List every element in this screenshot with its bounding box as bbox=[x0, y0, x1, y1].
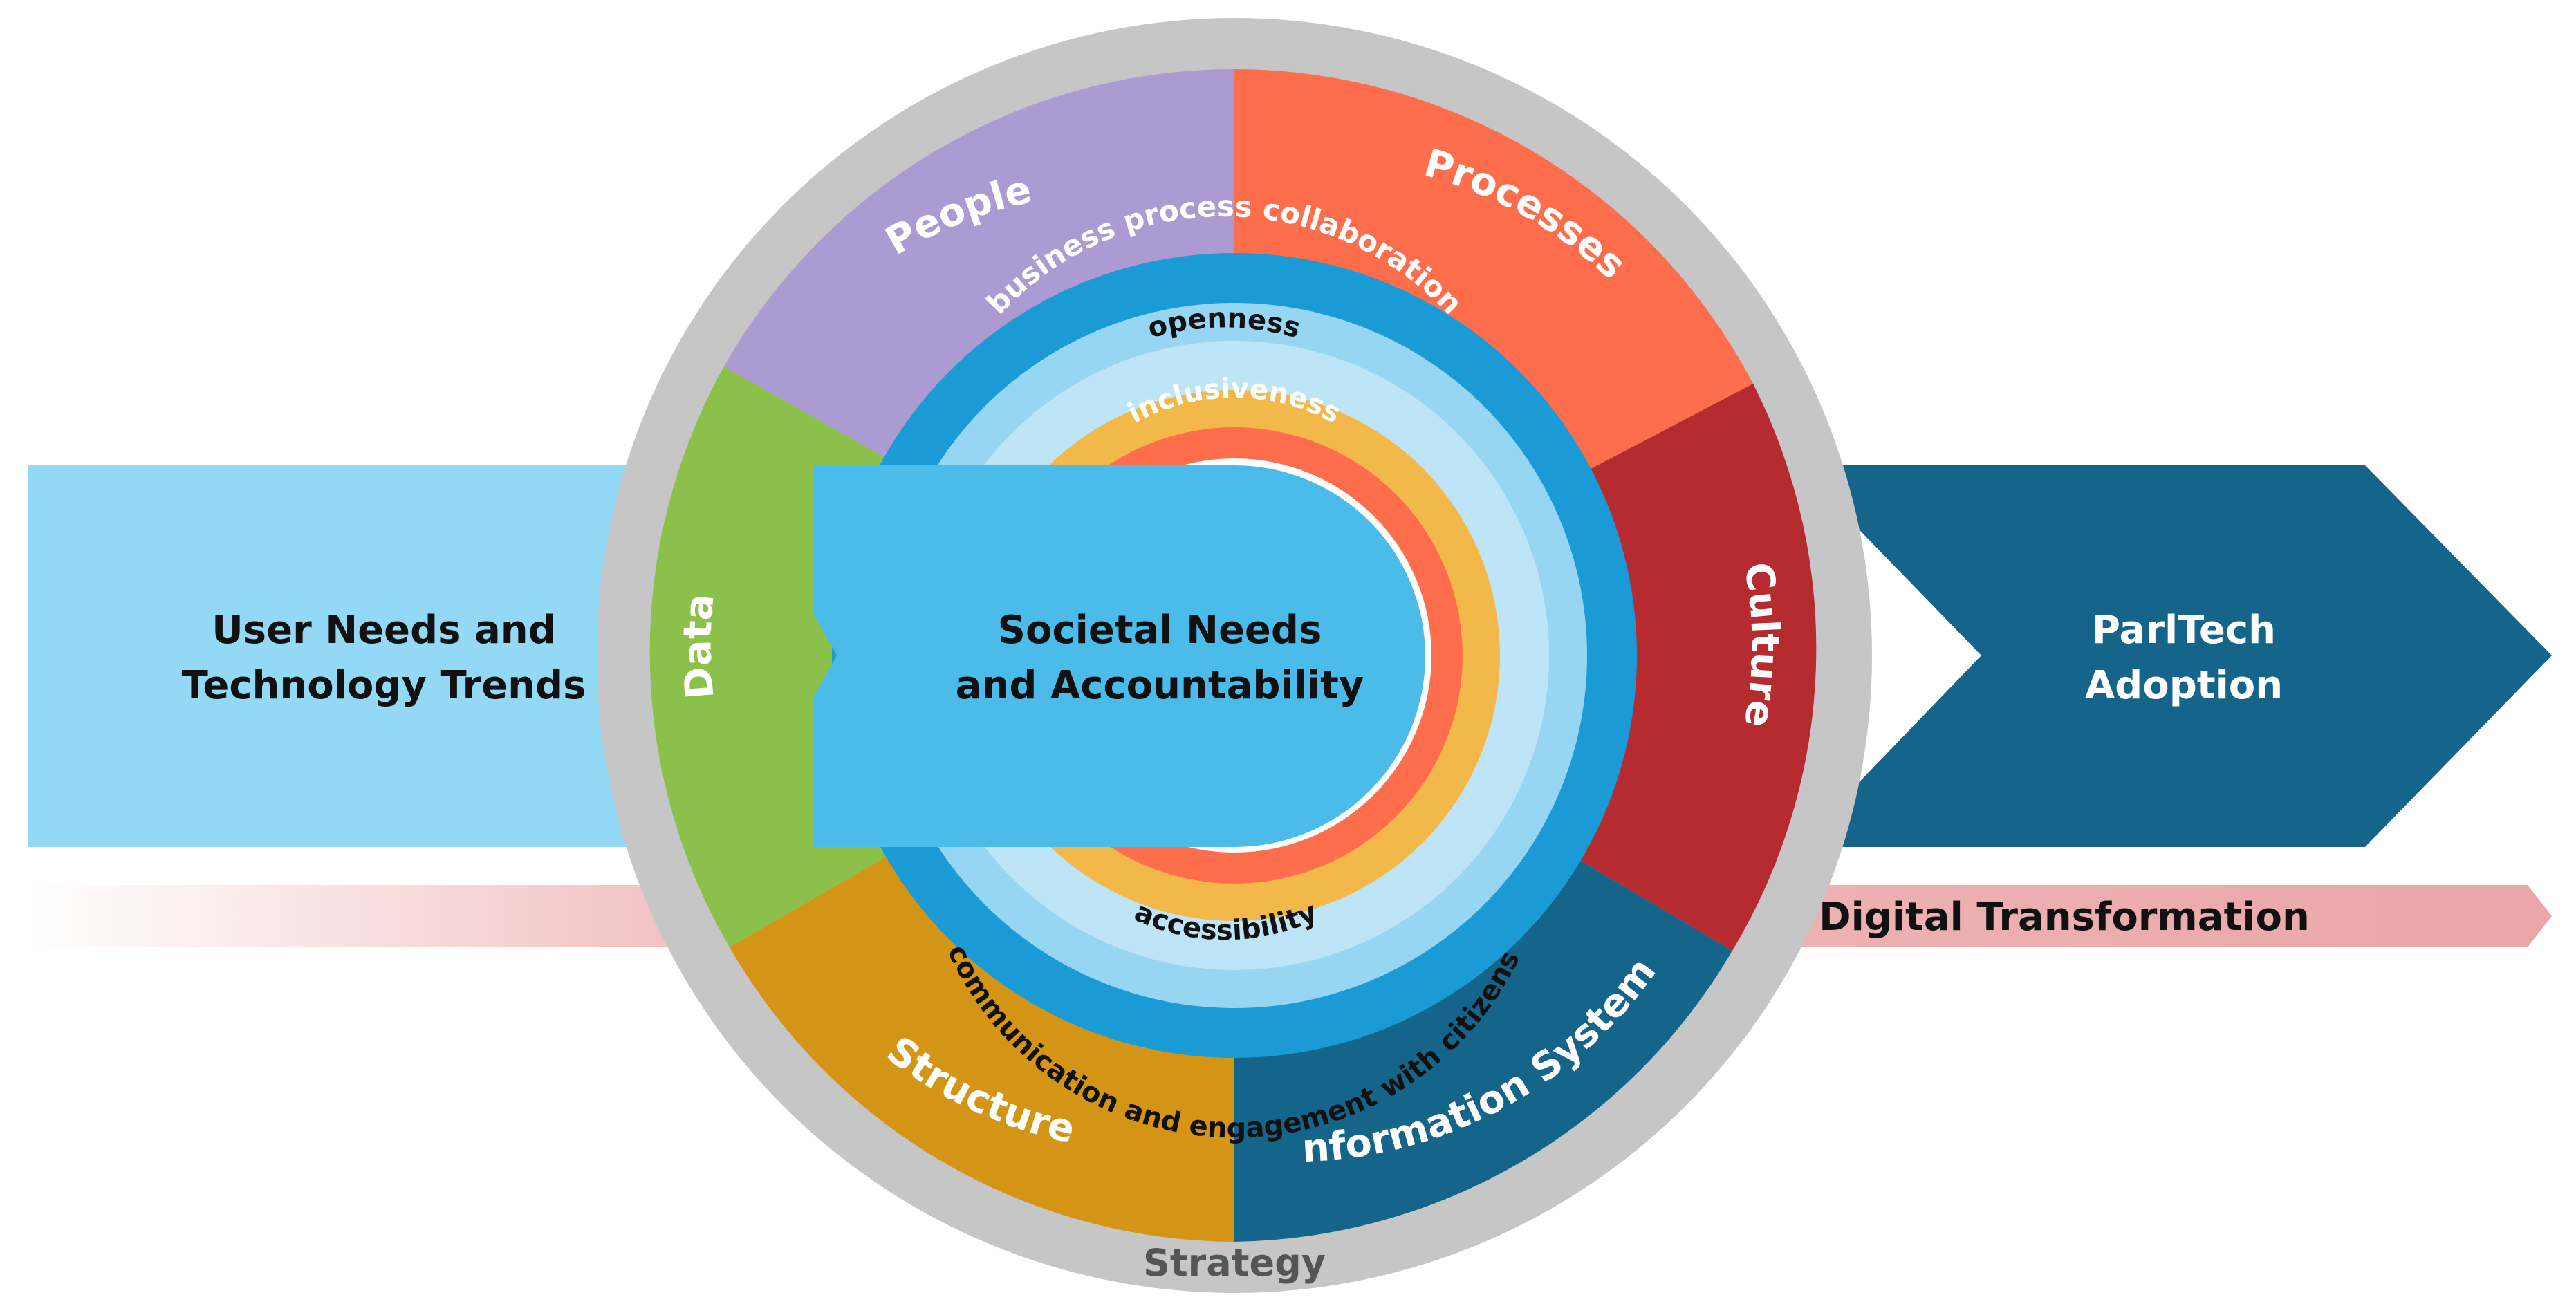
strategy-label: Strategy bbox=[1143, 1241, 1326, 1285]
right-arrow-line2: Adoption bbox=[2085, 663, 2283, 708]
center-arrow-shape bbox=[813, 465, 1425, 847]
left-arrow-line2: Technology Trends bbox=[182, 663, 586, 708]
label-culture: Culture bbox=[1735, 559, 1788, 730]
center-arrow: Societal Needs and Accountability bbox=[813, 465, 1425, 847]
left-arrow-line1: User Needs and bbox=[212, 608, 555, 653]
label-data: Data bbox=[675, 592, 723, 700]
center-line2: and Accountability bbox=[956, 663, 1364, 708]
center-line1: Societal Needs bbox=[998, 608, 1322, 653]
right-arrow-shape bbox=[1797, 465, 2552, 847]
right-arrow-line1: ParlTech bbox=[2092, 608, 2276, 653]
right-arrow: ParlTech Adoption bbox=[1797, 465, 2552, 847]
transformation-bar-label: Digital Transformation bbox=[1819, 895, 2310, 940]
